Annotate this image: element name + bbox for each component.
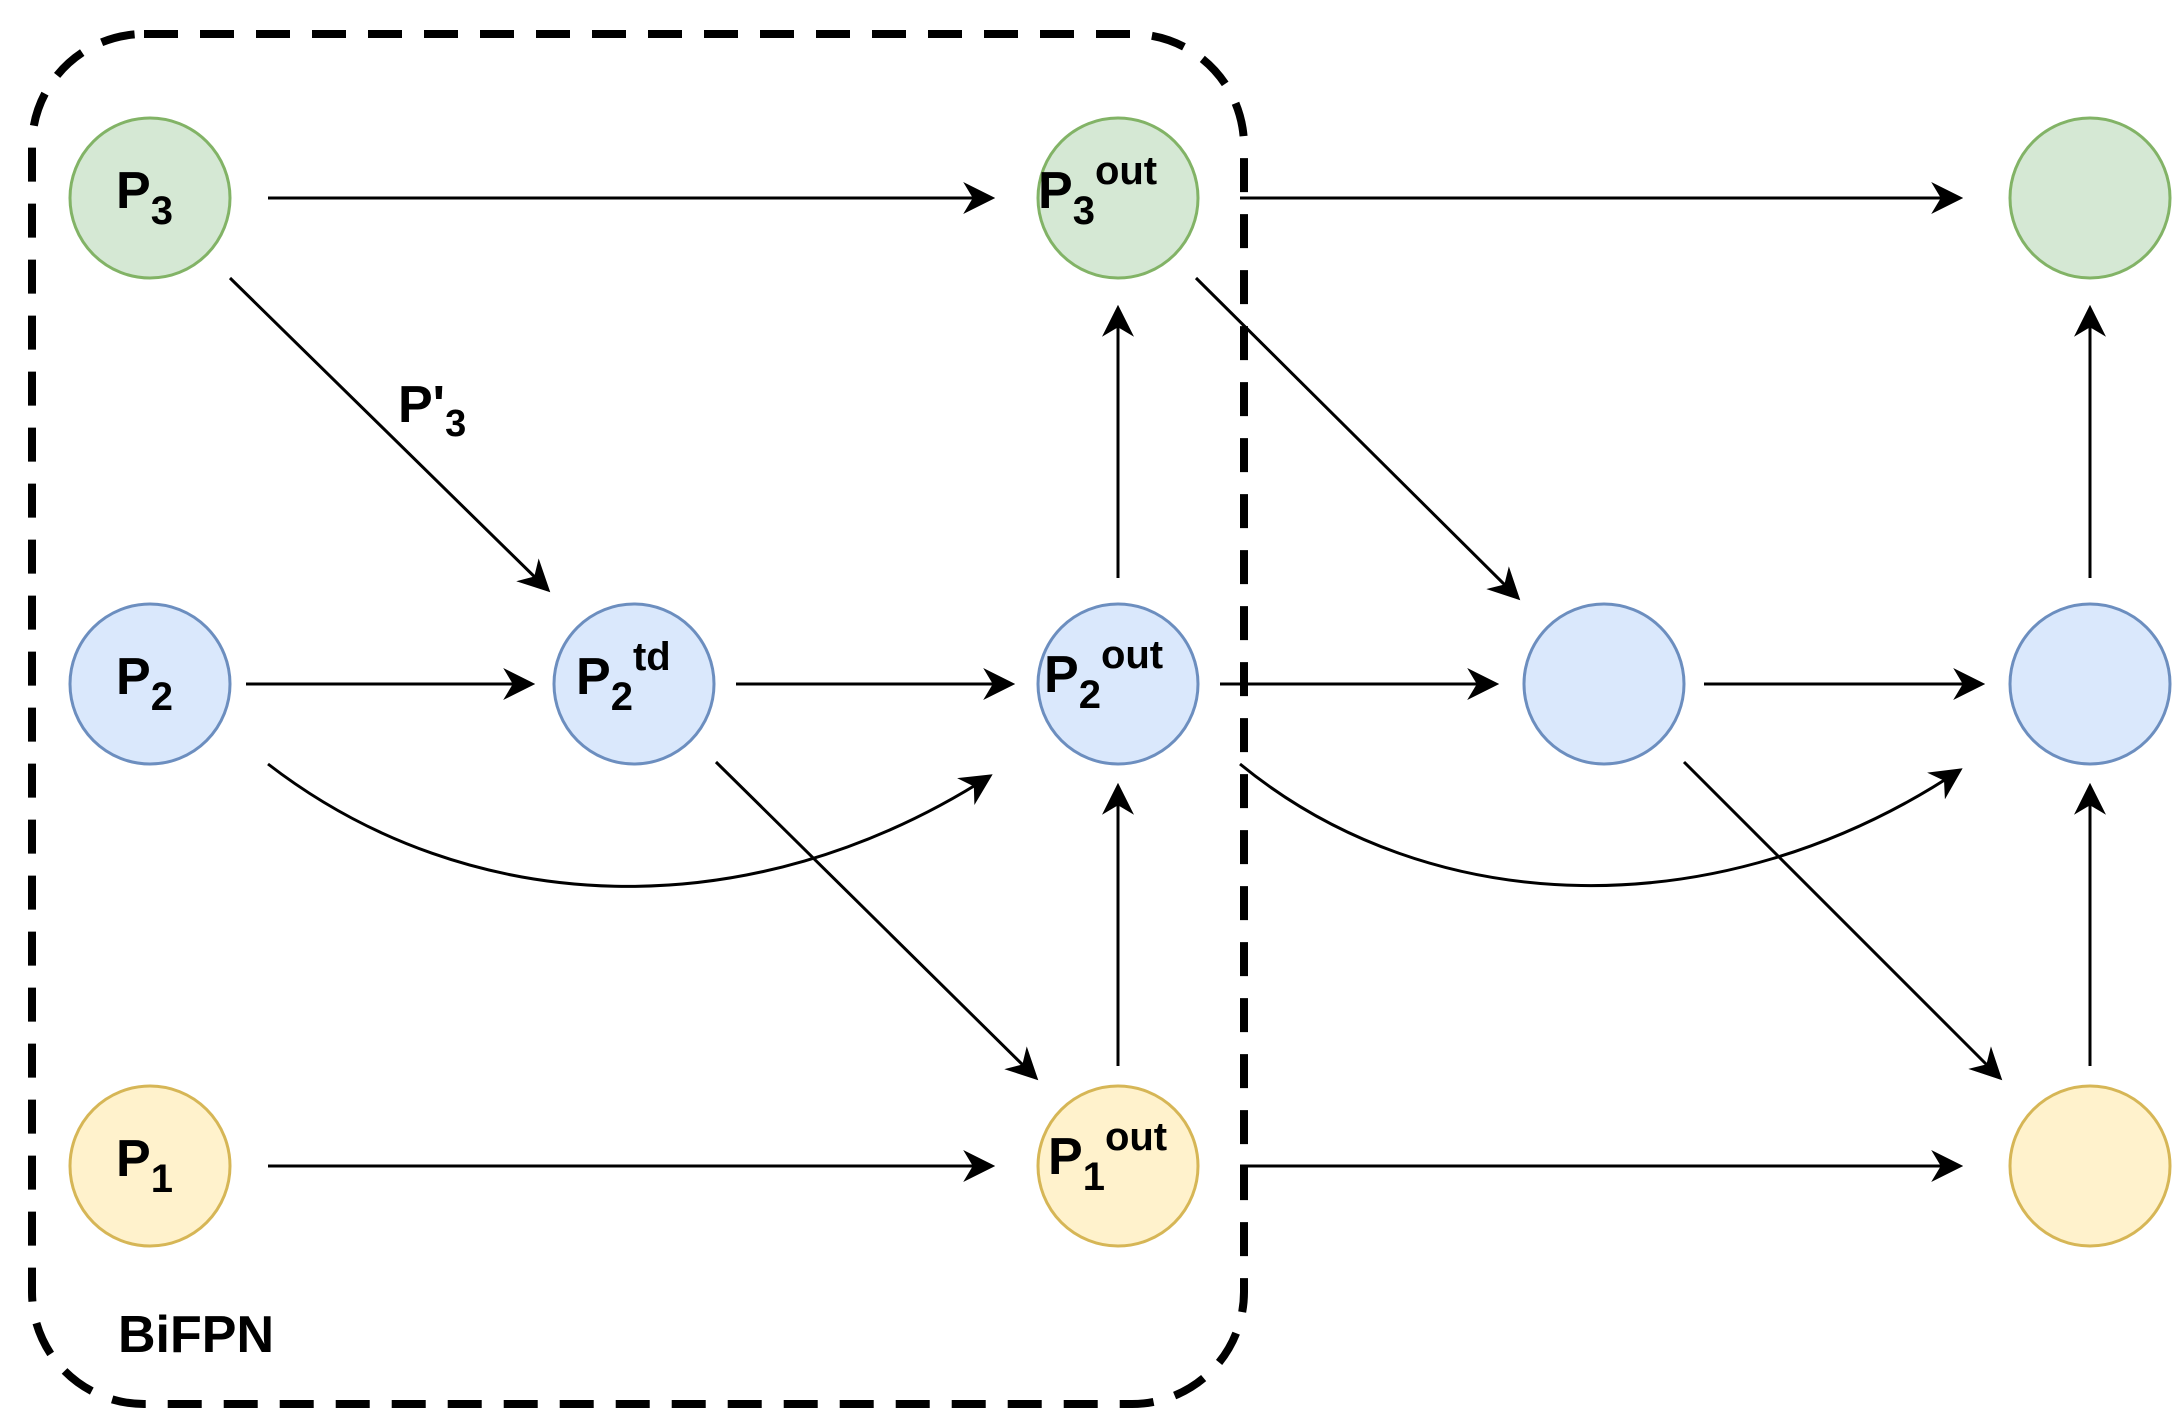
node-p1-label: P1 [116,1130,173,1201]
node-p2td[interactable] [552,602,716,766]
nodes: P3 P2 P1 P2td P3out P2out P1out [68,116,2172,1248]
node-mid-blue[interactable] [1522,602,1686,766]
edge-p2-skip-to-p2out [267,762,993,888]
node-p1out[interactable] [1036,1084,1200,1248]
node-p1[interactable] [68,1084,232,1248]
node-p2[interactable] [68,602,232,766]
node-p2out-label: P2out [1044,633,1163,717]
edge-mid-blue-to-right-yellow [1682,760,2003,1081]
node-right-blue[interactable] [2008,602,2172,766]
node-p3out[interactable] [1036,116,1200,280]
node-p2out[interactable] [1036,602,1200,766]
node-p3[interactable] [68,116,232,280]
bifpn-group-label: BiFPN [118,1306,274,1364]
node-p2td-label: P2td [576,635,671,719]
node-p1out-label: P1out [1048,1115,1167,1199]
node-p3-label: P3 [116,162,173,233]
edge-p3-to-p2td [228,276,551,593]
edge-label-p3-prime: P'3 [398,376,466,445]
edges [228,182,2106,1182]
edge-p2td-to-p1out [714,760,1039,1081]
node-p2-label: P2 [116,648,173,719]
node-right-yellow[interactable] [2008,1084,2172,1248]
node-p3out-label: P3out [1038,149,1157,233]
edge-p3out-to-mid-blue [1194,276,1521,601]
node-right-green[interactable] [2008,116,2172,280]
bifpn-group-boundary [28,30,1248,1408]
edge-p2out-skip-to-right-blue [1239,762,1963,888]
